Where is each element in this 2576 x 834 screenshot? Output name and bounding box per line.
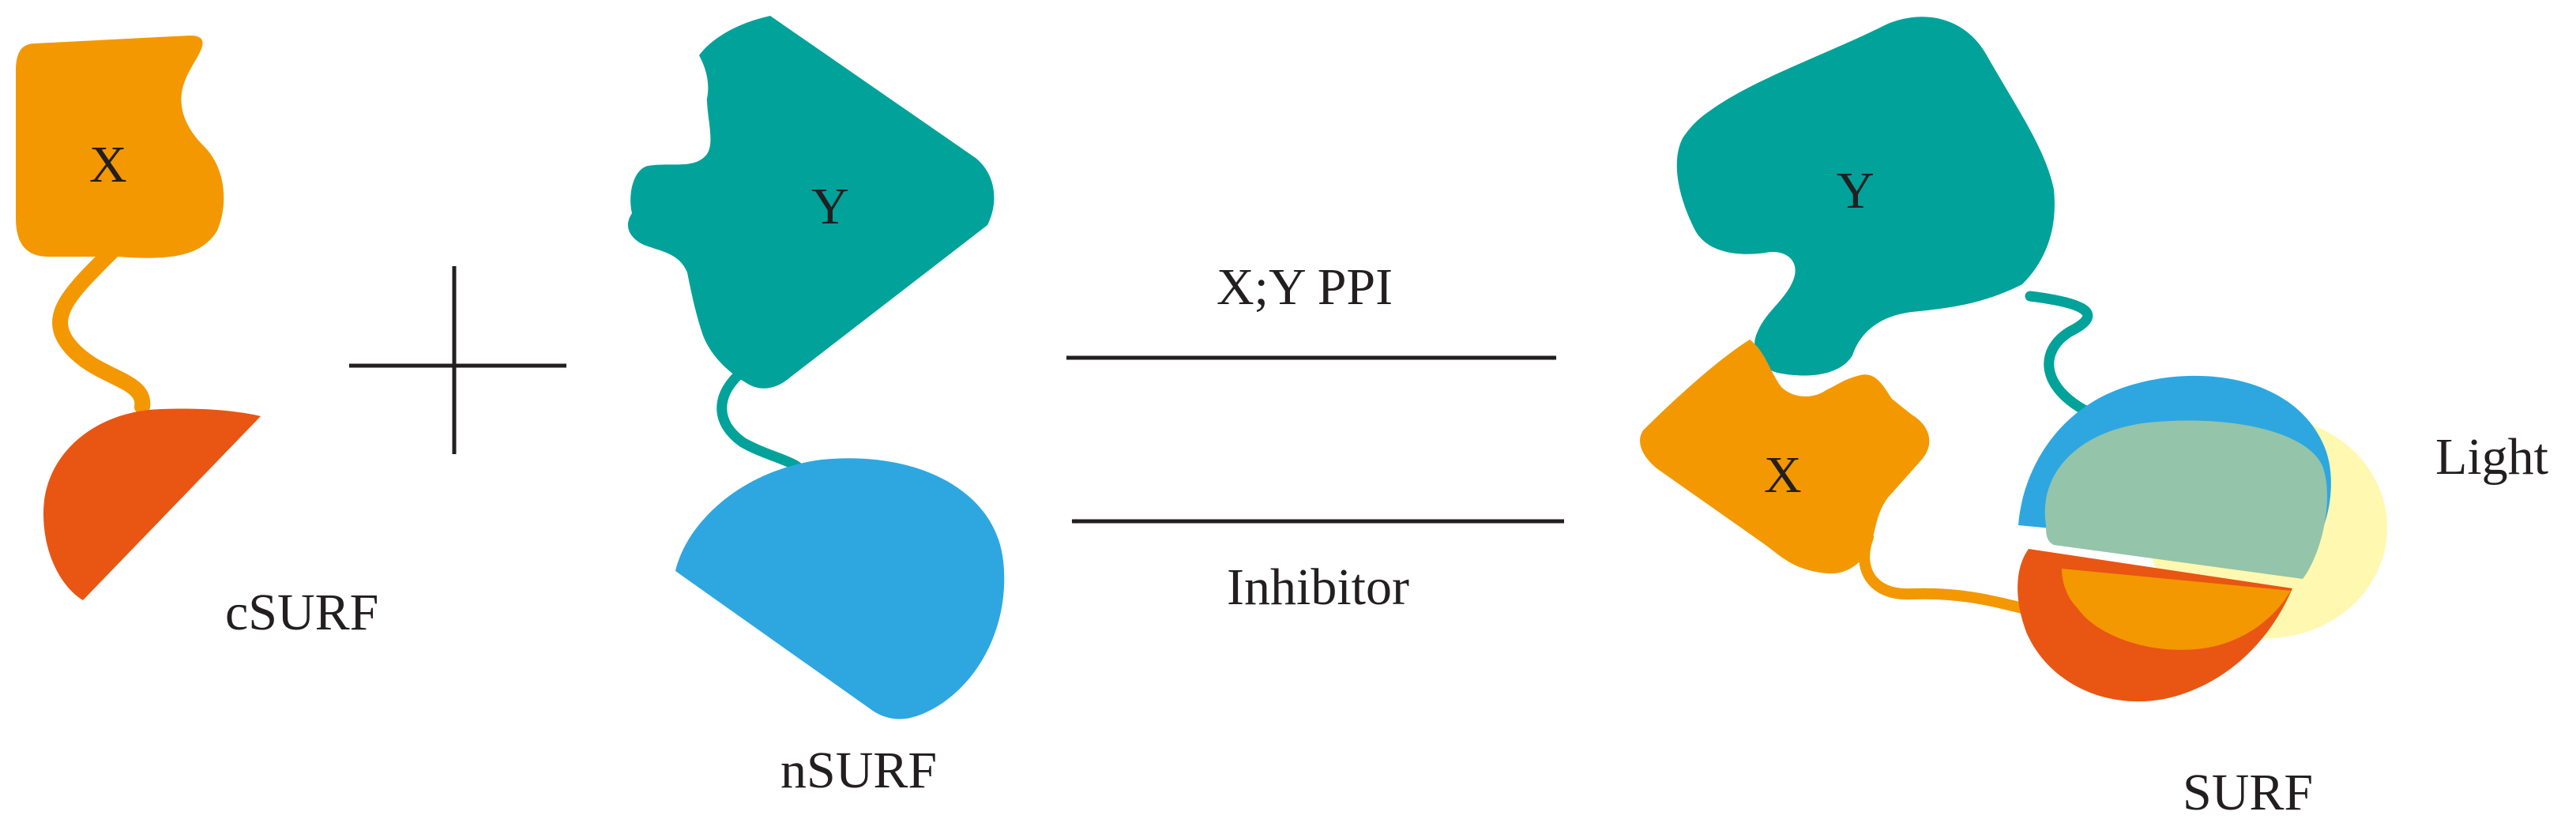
plus-sign (349, 266, 566, 454)
y-complex-label: Y (1837, 162, 1875, 220)
nsurf-fragment (675, 458, 1005, 719)
csurf-x-construct: X cSURF (16, 36, 378, 641)
nsurf-y-construct: Y nSURF (628, 16, 1005, 799)
y-linker-complex (2025, 291, 2093, 416)
surf-label: SURF (2183, 764, 2313, 821)
x-linker (52, 237, 151, 415)
y-protein-free (628, 16, 995, 389)
forward-arrow-label: X;Y PPI (1217, 258, 1393, 316)
csurf-overlap (2062, 569, 2291, 650)
y-linker (716, 366, 807, 479)
x-linker-complex (1859, 532, 2028, 614)
y-free-label: Y (811, 178, 849, 235)
csurf-label: cSURF (225, 584, 378, 641)
surf-complex: Y X Light SURF (1640, 17, 2548, 821)
reverse-arrow-label: Inhibitor (1227, 558, 1409, 616)
x-protein-complex (1640, 340, 1930, 574)
x-free-label: X (89, 136, 127, 193)
nsurf-label: nSURF (780, 742, 937, 799)
reaction-arrows: X;Y PPI Inhibitor (1066, 258, 1564, 616)
x-complex-label: X (1764, 446, 1802, 504)
light-label: Light (2435, 428, 2548, 486)
y-protein-complex (1676, 17, 2055, 376)
reconstituted-overlap (2044, 420, 2327, 579)
x-protein-free (16, 36, 224, 258)
csurf-fragment (43, 408, 261, 600)
